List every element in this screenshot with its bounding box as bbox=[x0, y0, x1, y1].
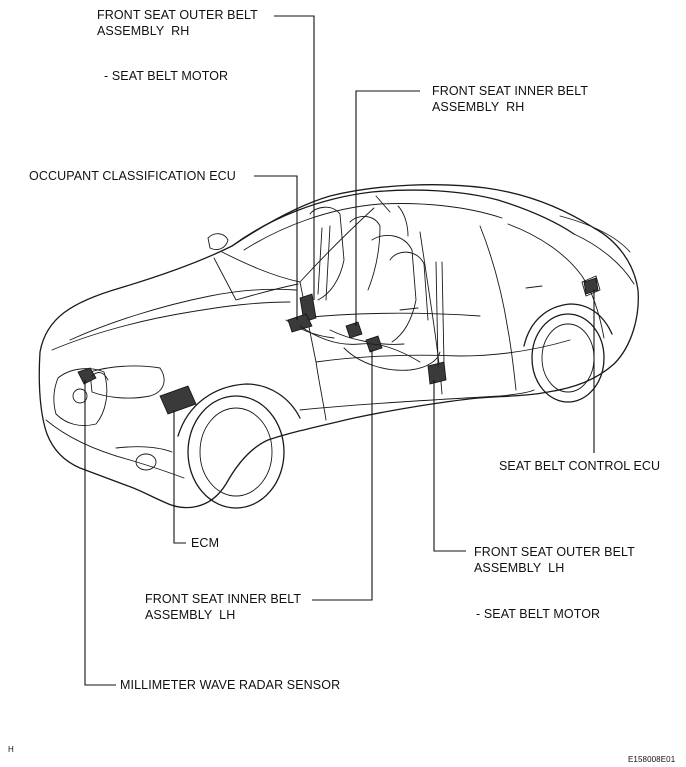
components bbox=[77, 225, 599, 415]
label-seat-belt-control-ecu: SEAT BELT CONTROL ECU bbox=[499, 459, 661, 473]
label-front-inner-belt-rh-line1: FRONT SEAT INNER BELT bbox=[432, 84, 589, 98]
footer-left-mark: H bbox=[8, 745, 14, 754]
label-ecm: ECM bbox=[191, 536, 220, 550]
label-front-inner-belt-rh-line2: ASSEMBLY RH bbox=[432, 100, 525, 114]
label-millimeter-wave-radar-sensor: MILLIMETER WAVE RADAR SENSOR bbox=[120, 678, 341, 692]
ecm bbox=[159, 385, 197, 415]
label-front-inner-belt-lh-line1: FRONT SEAT INNER BELT bbox=[145, 592, 302, 606]
label-seat-belt-motor-rh: - SEAT BELT MOTOR bbox=[104, 69, 229, 83]
figure-code: E158008E01 bbox=[628, 755, 676, 764]
leader-lines bbox=[84, 15, 595, 686]
occupant-classification-ecu bbox=[287, 313, 313, 333]
label-occupant-classification-ecu: OCCUPANT CLASSIFICATION ECU bbox=[29, 169, 236, 183]
millimeter-wave-radar-sensor bbox=[77, 367, 97, 385]
label-front-outer-belt-rh-line2: ASSEMBLY RH bbox=[97, 24, 190, 38]
label-front-outer-belt-lh-line1: FRONT SEAT OUTER BELT bbox=[474, 545, 635, 559]
label-front-outer-belt-rh-line1: FRONT SEAT OUTER BELT bbox=[97, 8, 258, 22]
front-seat-outer-belt-lh bbox=[427, 361, 447, 385]
front-seat-inner-belt-rh bbox=[345, 321, 363, 339]
label-front-inner-belt-lh-line2: ASSEMBLY LH bbox=[145, 608, 236, 622]
car-body-outline bbox=[38, 184, 639, 509]
label-front-outer-belt-lh-line2: ASSEMBLY LH bbox=[474, 561, 565, 575]
label-seat-belt-motor-lh: - SEAT BELT MOTOR bbox=[476, 607, 601, 621]
